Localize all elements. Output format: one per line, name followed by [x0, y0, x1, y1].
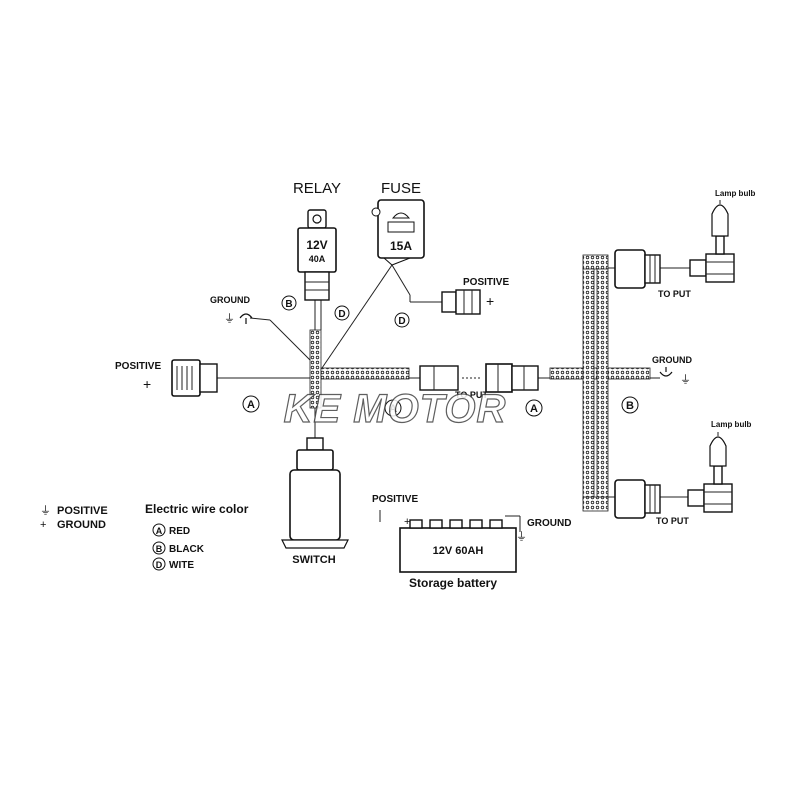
positive-top-label: POSITIVE: [463, 277, 509, 288]
battery-ground-label: GROUND: [527, 518, 571, 529]
ground-symbol-icon: ⏚: [680, 373, 691, 386]
battery-spec: 12V 60AH: [433, 545, 484, 557]
relay-socket: [304, 271, 330, 301]
positive-left-label: POSITIVE: [115, 361, 161, 372]
fuse-title: FUSE: [381, 180, 421, 197]
center-connector: TO PUT A A: [384, 363, 543, 417]
fuse-cap-icon: [391, 212, 411, 219]
lamp-bulb-icon: [709, 436, 727, 467]
relay-tab-hole: [312, 214, 322, 224]
relay-title: RELAY: [293, 180, 341, 197]
legend-positive-label: POSITIVE: [57, 505, 108, 517]
legend-positive-symbol: ⏚: [40, 504, 51, 517]
legend-code-a: A: [156, 526, 163, 536]
lamp-socket-bottom: [614, 479, 646, 519]
watermark-logo: KE MOTOR: [284, 387, 507, 431]
battery-ground-icon: ⏚: [516, 530, 527, 543]
wire-code-a-center: A: [389, 403, 397, 415]
harness-sleeve-horizontal: [320, 367, 410, 380]
legend-color-b: BLACK: [169, 544, 205, 555]
to-put-center-label: TO PUT: [455, 390, 488, 400]
plus-icon: +: [486, 293, 494, 309]
lamp-bulb-bottom-label: Lamp bulb: [711, 420, 752, 429]
lamp-bulb-icon: [711, 204, 729, 237]
harness-sleeve-lamp-right: [596, 267, 609, 501]
battery-positive-label: POSITIVE: [372, 494, 418, 505]
harness-sleeve-lamp-left: [582, 267, 595, 501]
battery-body: [399, 527, 517, 573]
lamp-bottom: Lamp bulb TO PUT: [614, 420, 752, 526]
positive-connector-top: POSITIVE +: [441, 277, 509, 315]
ground-left: GROUND ⏚ B: [210, 295, 297, 325]
battery-positive-icon: +: [404, 516, 410, 528]
legend-ground-symbol: +: [40, 519, 46, 531]
legend-ground-label: GROUND: [57, 519, 106, 531]
legend-color-a: RED: [169, 526, 190, 537]
battery: POSITIVE + 12V 60AH Storage battery GROU…: [372, 494, 571, 590]
switch-label: SWITCH: [292, 554, 335, 566]
wire-code-a-left: A: [247, 399, 255, 411]
ground-lug-icon: [659, 367, 673, 377]
harness-sleeve-lamp-top: [582, 254, 609, 270]
ground-left-label: GROUND: [210, 295, 250, 305]
wire-code-b-right: B: [626, 400, 634, 412]
wire-code-d-fuse: D: [338, 309, 345, 320]
switch: SWITCH: [281, 437, 349, 566]
legend-title: Electric wire color: [145, 502, 249, 516]
harness-sleeve-lamp-bottom: [582, 496, 609, 512]
to-put-bottom-label: TO PUT: [656, 516, 689, 526]
legend-color-d: WITE: [169, 560, 194, 571]
ground-right-label: GROUND: [652, 355, 692, 365]
wire-code-a-right: A: [530, 403, 538, 415]
wire-harness: [309, 254, 651, 512]
legend: ⏚ POSITIVE + GROUND Electric wire color …: [40, 502, 249, 571]
wires: [217, 264, 690, 532]
relay-spec-voltage: 12V: [306, 238, 327, 252]
relay-spec-amps: 40A: [309, 254, 326, 264]
plus-icon: +: [143, 376, 151, 392]
switch-body: [289, 469, 341, 541]
lamp-bulb-top-label: Lamp bulb: [715, 189, 756, 198]
fuse: 15A FUSE: [371, 180, 425, 266]
wire-code-b-left: B: [285, 299, 292, 310]
lamp-top: Lamp bulb TO PUT: [614, 189, 756, 299]
legend-code-d: D: [156, 560, 163, 570]
relay: 12V 40A RELAY: [293, 180, 341, 301]
to-put-top-label: TO PUT: [658, 289, 691, 299]
ground-right: GROUND ⏚ B: [621, 355, 692, 414]
lamp-socket-top: [614, 249, 646, 289]
fuse-rating: 15A: [390, 239, 412, 253]
ground-lug-icon: [239, 313, 253, 324]
positive-connector-left: POSITIVE + A: [115, 359, 260, 413]
battery-caption: Storage battery: [409, 576, 497, 590]
wire-code-d-positive: D: [398, 316, 405, 327]
legend-code-b: B: [156, 544, 163, 554]
ground-symbol-icon: ⏚: [224, 312, 235, 325]
